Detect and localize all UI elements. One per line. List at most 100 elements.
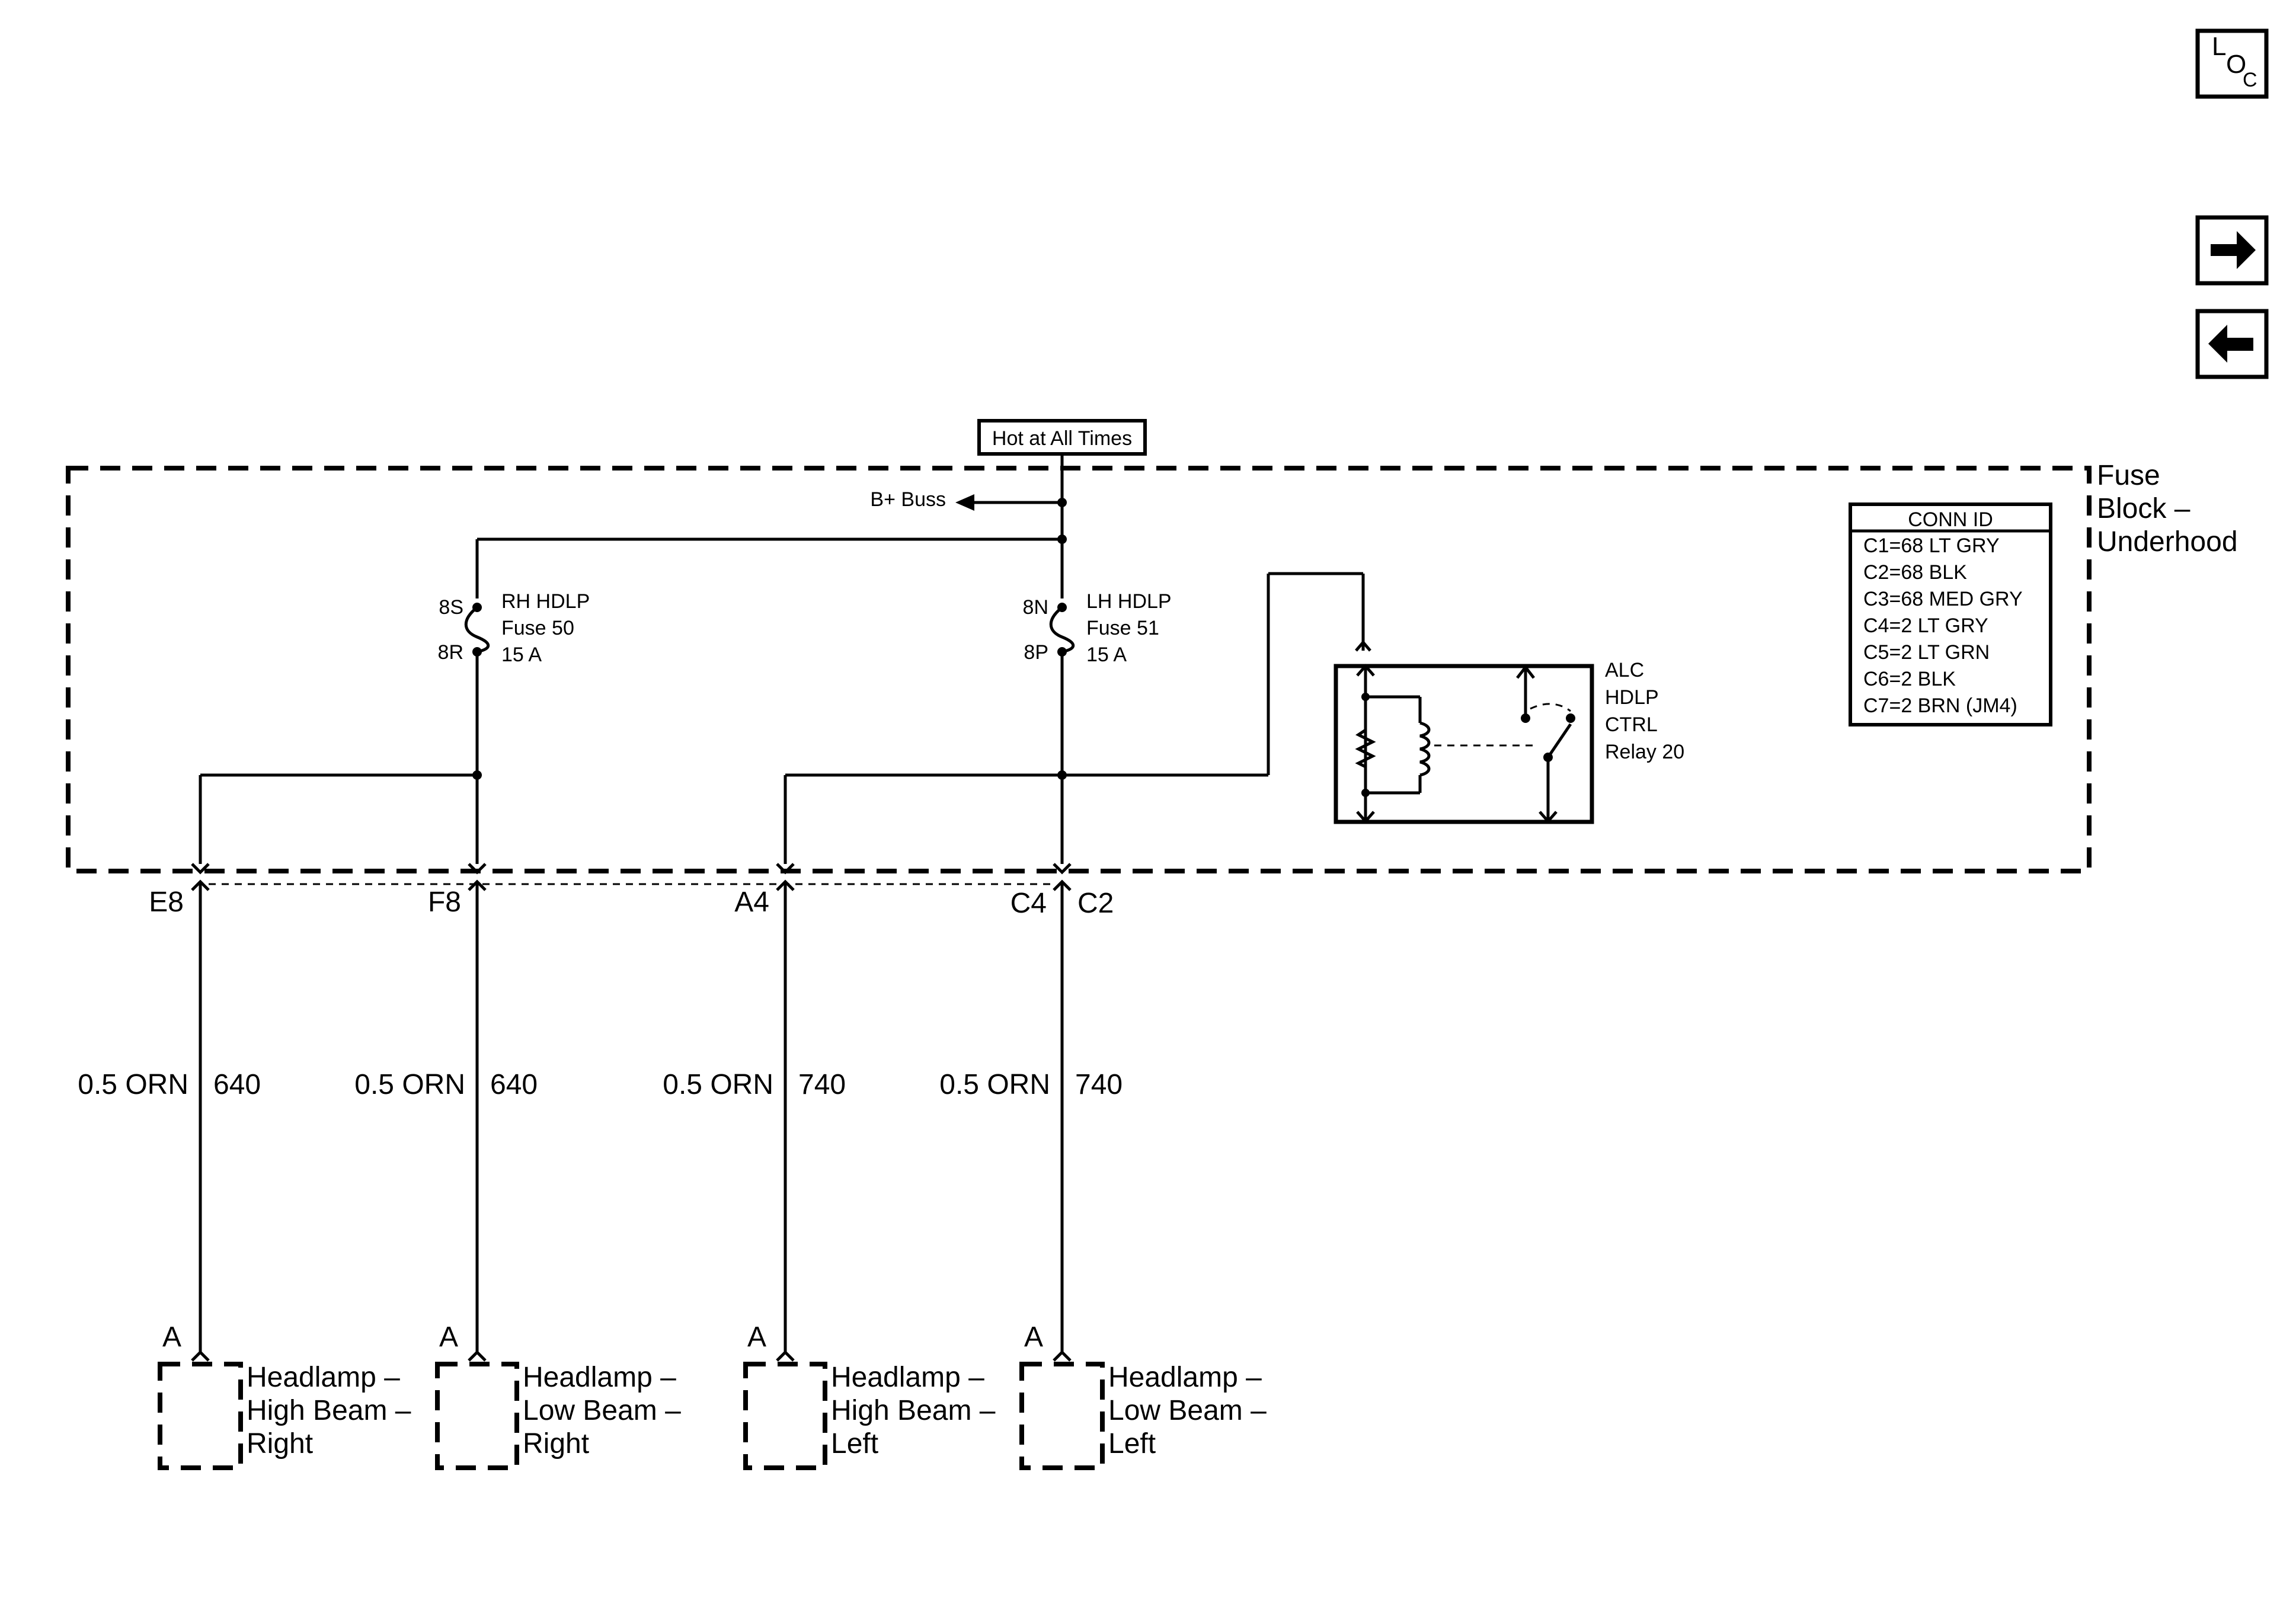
load-label-2: Low Beam – bbox=[523, 1395, 681, 1426]
relay-switch-travel bbox=[1530, 703, 1571, 712]
relay-switch-contact bbox=[1521, 713, 1530, 723]
load-pin-icon bbox=[468, 1350, 487, 1362]
relay-coil-symbol bbox=[1419, 721, 1431, 777]
conn-id-row: C2=68 BLK bbox=[1863, 561, 1967, 584]
fuse-number: Fuse 51 bbox=[1086, 617, 1159, 639]
left-arrow-icon bbox=[2208, 325, 2253, 363]
load-label-1: Headlamp – bbox=[831, 1362, 984, 1393]
fuse-block-outline bbox=[66, 466, 2092, 873]
fuse-block-label-1: Fuse bbox=[2097, 460, 2160, 491]
load-label-3: Left bbox=[1108, 1428, 1156, 1459]
relay-coil-arrow-top bbox=[1356, 664, 1375, 677]
connector-male-icon bbox=[191, 879, 210, 891]
loc-letter-l: L bbox=[2212, 32, 2226, 61]
relay-switch-nc-contact bbox=[1566, 713, 1575, 723]
relay-switch-blade bbox=[1546, 723, 1572, 758]
circuit-c4: C4 C2 0.5 ORN 740 A Headlamp – Low Beam … bbox=[939, 863, 1267, 1470]
headlamp-component-outline bbox=[158, 1362, 243, 1470]
load-label-1: Headlamp – bbox=[247, 1362, 400, 1393]
fuse-pin-top-label: 8N bbox=[1023, 596, 1048, 619]
wire-color-label: 0.5 ORN bbox=[663, 1069, 773, 1100]
load-pin-label: A bbox=[1024, 1321, 1043, 1353]
relay-label-1: ALC bbox=[1605, 659, 1644, 681]
relay-label-2: HDLP bbox=[1605, 686, 1659, 709]
conn-id-table: CONN ID C1=68 LT GRY C2=68 BLK C3=68 MED… bbox=[1849, 502, 2052, 726]
relay-switch-arrow-top bbox=[1516, 664, 1535, 679]
conn-id-row: C3=68 MED GRY bbox=[1863, 588, 2023, 610]
bbuss-label: B+ Buss bbox=[870, 488, 946, 511]
conn-id-row: C1=68 LT GRY bbox=[1863, 534, 2000, 557]
fuse-name: LH HDLP bbox=[1086, 590, 1172, 613]
connector-female-icon bbox=[776, 863, 795, 875]
load-label-3: Right bbox=[247, 1428, 313, 1459]
loc-letter-o: O bbox=[2226, 50, 2246, 79]
relay-body bbox=[1334, 664, 1594, 824]
headlamp-component-outline bbox=[1019, 1362, 1105, 1470]
connector-female-icon bbox=[191, 863, 210, 875]
connector-female-icon bbox=[1053, 863, 1072, 875]
wire-color-label: 0.5 ORN bbox=[354, 1069, 465, 1100]
fuse-pin-top-label: 8S bbox=[439, 596, 463, 619]
fuse-number: Fuse 50 bbox=[501, 617, 574, 639]
load-label-2: Low Beam – bbox=[1108, 1395, 1267, 1426]
hot-at-all-times-label: Hot at All Times bbox=[977, 419, 1147, 456]
load-pin-icon bbox=[191, 1350, 210, 1362]
circuit-e8: E8 0.5 ORN 640 A Headlamp – High Beam – … bbox=[78, 863, 411, 1470]
connector-male-icon bbox=[776, 879, 795, 891]
relay-coil-arrow-bottom bbox=[1356, 811, 1375, 824]
load-label-3: Left bbox=[831, 1428, 878, 1459]
fuse-block-label-3: Underhood bbox=[2097, 526, 2238, 558]
relay-label-4: Relay 20 bbox=[1605, 741, 1684, 763]
load-pin-icon bbox=[776, 1350, 795, 1362]
loc-button-frame bbox=[2195, 28, 2269, 99]
load-label-1: Headlamp – bbox=[523, 1362, 676, 1393]
rh-hdlp-fuse: 8S 8R RH HDLP Fuse 50 15 A bbox=[438, 590, 590, 666]
fuse-block-label-2: Block – bbox=[2097, 493, 2191, 524]
forward-button[interactable] bbox=[2195, 215, 2269, 286]
headlamp-component-outline bbox=[743, 1362, 827, 1470]
relay-resistor-symbol bbox=[1355, 728, 1376, 769]
circuit-number-label: 740 bbox=[798, 1069, 846, 1100]
headlamp-component-outline bbox=[435, 1362, 519, 1470]
fuse-symbol bbox=[1049, 606, 1075, 654]
load-pin-label: A bbox=[439, 1321, 458, 1353]
relay-switch-arrow-bottom bbox=[1539, 811, 1558, 824]
load-pin-label: A bbox=[747, 1321, 766, 1353]
circuit-number-label: 640 bbox=[213, 1069, 261, 1100]
relay-pin-arrow bbox=[1355, 640, 1371, 652]
fuse-pin-bottom-label: 8R bbox=[438, 641, 463, 664]
loc-button[interactable]: L O C bbox=[2195, 28, 2269, 99]
wire-color-label: 0.5 ORN bbox=[939, 1069, 1050, 1100]
wire-color-label: 0.5 ORN bbox=[78, 1069, 188, 1100]
lh-hdlp-fuse: 8N 8P LH HDLP Fuse 51 15 A bbox=[1023, 590, 1172, 666]
circuit-f8: F8 0.5 ORN 640 A Headlamp – Low Beam – R… bbox=[354, 863, 681, 1470]
load-label-2: High Beam – bbox=[247, 1395, 411, 1426]
connector-label: F8 bbox=[428, 886, 461, 918]
load-pin-label: A bbox=[162, 1321, 181, 1353]
conn-id-row: C5=2 LT GRN bbox=[1863, 641, 1990, 664]
bbuss-arrow-icon bbox=[955, 494, 974, 511]
hot-label-box bbox=[977, 419, 1147, 456]
load-pin-icon bbox=[1053, 1350, 1072, 1362]
connector-label: E8 bbox=[149, 886, 184, 918]
fuse-symbol bbox=[464, 606, 490, 654]
conn-id-frame bbox=[1849, 502, 2052, 726]
conn-id-row: C4=2 LT GRY bbox=[1863, 614, 1988, 637]
hot-label-text: Hot at All Times bbox=[992, 427, 1132, 450]
connector-label: C4 bbox=[1011, 888, 1047, 919]
circuit-a4: A4 0.5 ORN 740 A Headlamp – High Beam – … bbox=[663, 863, 996, 1470]
back-button[interactable] bbox=[2195, 309, 2269, 379]
circuit-number-label: 640 bbox=[490, 1069, 538, 1100]
conn-id-title: CONN ID bbox=[1908, 508, 1993, 531]
circuit-number-label: 740 bbox=[1075, 1069, 1123, 1100]
connector-male-icon bbox=[1053, 879, 1072, 891]
right-arrow-icon bbox=[2211, 231, 2256, 269]
connector-c2-label: C2 bbox=[1077, 888, 1114, 919]
fuse-pin-bottom-label: 8P bbox=[1024, 641, 1048, 664]
fuse-rating: 15 A bbox=[501, 644, 542, 666]
fuse-rating: 15 A bbox=[1086, 644, 1127, 666]
load-label-3: Right bbox=[523, 1428, 589, 1459]
load-label-2: High Beam – bbox=[831, 1395, 996, 1426]
loc-letter-c: C bbox=[2243, 69, 2257, 91]
